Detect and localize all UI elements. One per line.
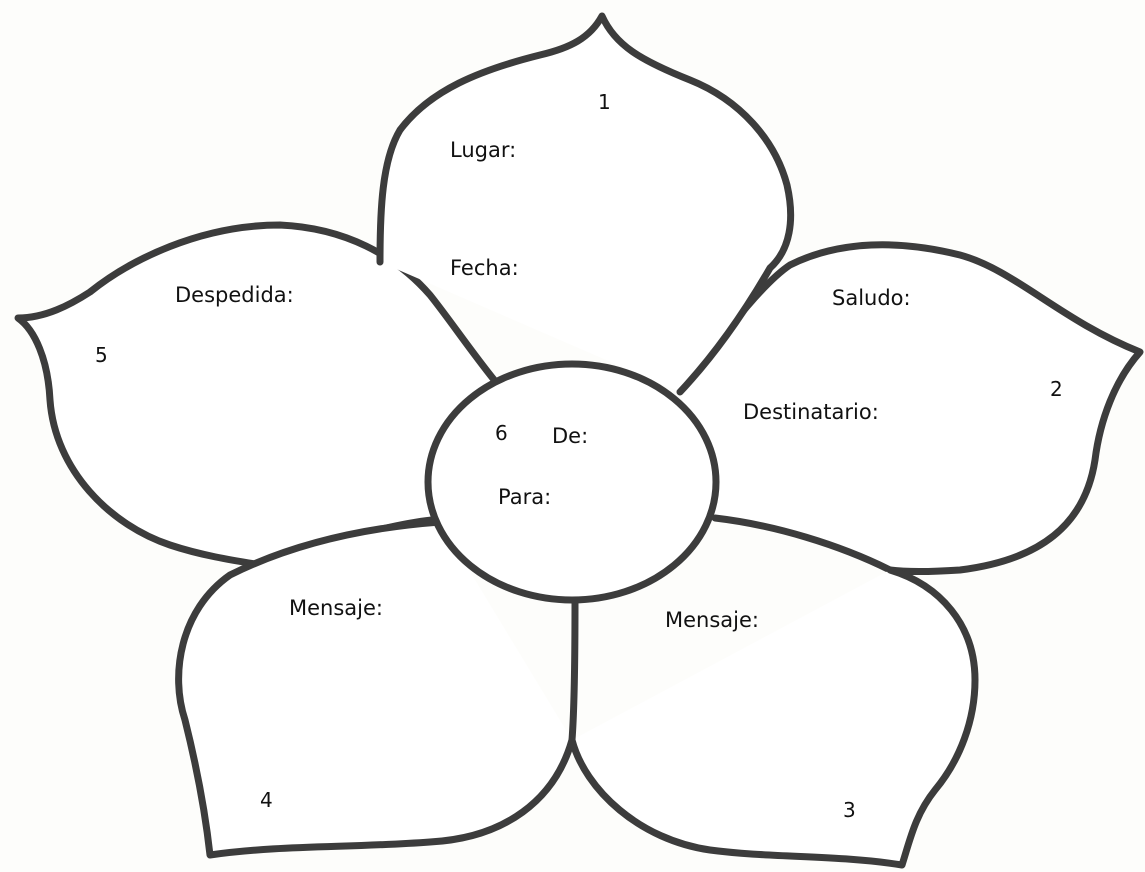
petal-4-field-mensaje: Mensaje: xyxy=(289,598,383,619)
petal-3-number: 3 xyxy=(843,800,856,820)
petal-2-field-saludo: Saludo: xyxy=(832,288,911,309)
petal-1-field-lugar: Lugar: xyxy=(450,140,516,161)
petal-2-field-destinatario: Destinatario: xyxy=(743,402,879,423)
petal-4-number: 4 xyxy=(260,790,273,810)
petal-1-number: 1 xyxy=(598,92,611,112)
center-field-para: Para: xyxy=(498,487,551,508)
petal-3-shape xyxy=(572,570,975,865)
petal-3-field-mensaje: Mensaje: xyxy=(665,610,759,631)
petal-2-number: 2 xyxy=(1050,379,1063,399)
center-number: 6 xyxy=(495,423,508,443)
center-circle xyxy=(428,364,716,600)
petal-5-field-despedida: Despedida: xyxy=(175,285,294,306)
petal-5-number: 5 xyxy=(95,345,108,365)
petal-1-field-fecha: Fecha: xyxy=(450,258,519,279)
center-field-de: De: xyxy=(552,426,588,447)
